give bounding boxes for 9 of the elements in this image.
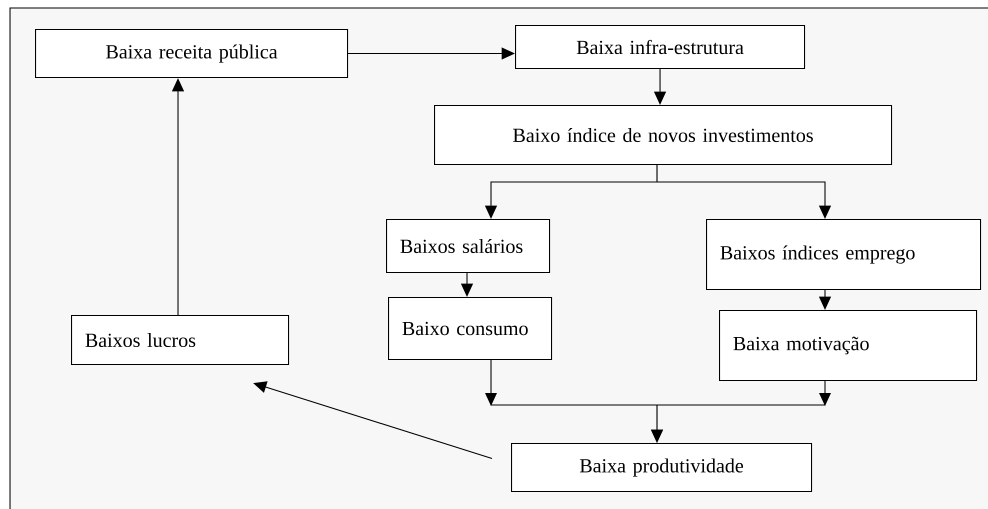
box: Baixo consumo — [388, 297, 552, 360]
box: Baixa produtividade — [511, 443, 812, 492]
box: Baixo índice de novos investimentos — [434, 105, 892, 166]
box: Baixos índices emprego — [706, 219, 982, 290]
box: Baixa infra-estrutura — [515, 25, 806, 70]
box: Baixos lucros — [71, 315, 290, 366]
box: Baixa receita pública — [35, 29, 348, 78]
box: Baixa motivação — [719, 310, 978, 382]
box: Baixos salários — [386, 219, 550, 274]
